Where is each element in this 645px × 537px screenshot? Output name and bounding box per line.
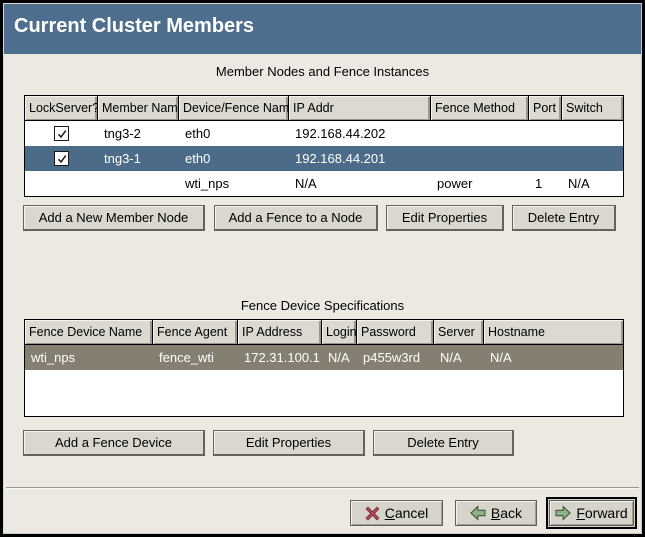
column-header-hostname[interactable]: Hostname — [484, 320, 623, 345]
forward-button-default-ring: Forward — [546, 497, 637, 529]
members-table: LockServer? Member Name Device/Fence Nam… — [24, 95, 624, 197]
back-label: Back — [490, 505, 523, 521]
switch-cell — [562, 146, 623, 171]
switch-cell — [562, 121, 623, 146]
fence-device-name-cell: wti_nps — [31, 350, 76, 365]
ip-addr-cell: 192.168.44.201 — [295, 151, 386, 166]
add-fence-to-node-button[interactable]: Add a Fence to a Node — [214, 205, 378, 231]
column-header-password[interactable]: Password — [357, 320, 434, 345]
add-fence-device-button[interactable]: Add a Fence Device — [23, 430, 205, 456]
ip-address-cell: 172.31.100.1 — [244, 350, 320, 365]
cancel-x-icon — [365, 506, 380, 521]
members-table-header: LockServer? Member Name Device/Fence Nam… — [25, 96, 623, 121]
port-cell — [529, 146, 562, 171]
check-icon — [57, 129, 66, 138]
ip-addr-cell: N/A — [295, 176, 317, 191]
hostname-cell: N/A — [490, 350, 512, 365]
fence-edit-properties-button[interactable]: Edit Properties — [213, 430, 365, 456]
column-header-lockserver[interactable]: LockServer? — [25, 96, 98, 121]
page-title: Current Cluster Members — [14, 15, 255, 37]
server-cell: N/A — [440, 350, 462, 365]
column-header-server[interactable]: Server — [434, 320, 484, 345]
members-table-caption: Member Nodes and Fence Instances — [215, 64, 430, 79]
back-arrow-icon — [470, 505, 486, 521]
member-row-tng3-2[interactable]: tng3-2 eth0 192.168.44.202 — [25, 121, 623, 146]
column-header-fence-agent[interactable]: Fence Agent — [153, 320, 238, 345]
lockserver-checkbox[interactable] — [54, 151, 69, 166]
lockserver-checkbox[interactable] — [54, 126, 69, 141]
column-header-fence-device-name[interactable]: Fence Device Name — [25, 320, 153, 345]
forward-arrow-icon — [555, 505, 572, 521]
cancel-button[interactable]: Cancel — [350, 500, 443, 526]
switch-cell: N/A — [568, 176, 590, 191]
fence-delete-entry-button[interactable]: Delete Entry — [373, 430, 514, 456]
column-header-member-name[interactable]: Member Name — [98, 96, 179, 121]
add-new-member-node-button[interactable]: Add a New Member Node — [23, 205, 205, 231]
device-fence-cell: eth0 — [185, 126, 211, 141]
check-icon — [57, 154, 66, 163]
footer-separator — [6, 487, 639, 489]
fence-instance-row-wti-nps[interactable]: wti_nps N/A power 1 N/A — [25, 171, 623, 196]
fence-method-cell: power — [437, 176, 473, 191]
column-header-port[interactable]: Port — [529, 96, 562, 121]
password-cell: p455w3rd — [363, 350, 421, 365]
column-header-device-fence[interactable]: Device/Fence Name — [179, 96, 289, 121]
port-cell: 1 — [535, 176, 543, 191]
member-name-cell — [98, 171, 179, 196]
forward-label: Forward — [576, 505, 628, 521]
back-button[interactable]: Back — [455, 500, 537, 526]
fence-agent-cell: fence_wti — [159, 350, 214, 365]
ip-addr-cell: 192.168.44.202 — [295, 126, 386, 141]
fence-method-cell — [431, 121, 529, 146]
column-header-ip-address[interactable]: IP Address — [238, 320, 322, 345]
column-header-fence-method[interactable]: Fence Method — [431, 96, 529, 121]
fence-method-cell — [431, 146, 529, 171]
cancel-label: Cancel — [384, 505, 429, 521]
column-header-switch[interactable]: Switch — [562, 96, 623, 121]
members-delete-entry-button[interactable]: Delete Entry — [512, 205, 616, 231]
fence-devices-table: Fence Device Name Fence Agent IP Address… — [24, 319, 624, 417]
column-header-login[interactable]: Login — [322, 320, 357, 345]
port-cell — [529, 121, 562, 146]
device-fence-cell: eth0 — [185, 151, 211, 166]
member-name-cell: tng3-2 — [104, 126, 141, 141]
column-header-ip-addr[interactable]: IP Addr — [289, 96, 431, 121]
page-title-bar: Current Cluster Members — [3, 3, 642, 54]
fence-table-header: Fence Device Name Fence Agent IP Address… — [25, 320, 623, 345]
fence-device-row-wti-nps-selected[interactable]: wti_nps fence_wti 172.31.100.1 N/A p455w… — [25, 345, 623, 370]
member-name-cell: tng3-1 — [104, 151, 141, 166]
member-row-tng3-1-selected[interactable]: tng3-1 eth0 192.168.44.201 — [25, 146, 623, 171]
fence-table-empty-area — [25, 370, 623, 416]
forward-button[interactable]: Forward — [549, 500, 634, 526]
fence-table-caption: Fence Device Specifications — [240, 298, 405, 313]
login-cell: N/A — [328, 350, 350, 365]
members-edit-properties-button[interactable]: Edit Properties — [386, 205, 504, 231]
device-fence-cell: wti_nps — [185, 176, 230, 191]
